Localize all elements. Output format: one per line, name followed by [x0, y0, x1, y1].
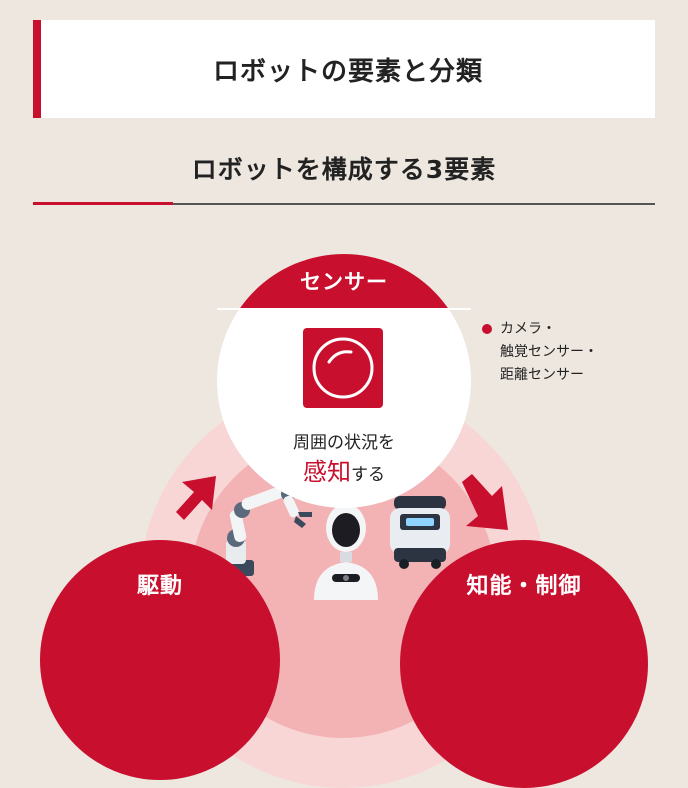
sensor-label: センサー [300, 270, 388, 294]
sensor-description-tail: する [351, 465, 385, 485]
humanoid-robot-icon [314, 504, 378, 600]
arrow-down-right-icon [462, 474, 508, 530]
sensor-example-item: 距離センサー [500, 367, 584, 383]
page-title: ロボットの要素と分類 [212, 56, 483, 87]
sensor-example-item: 触覚センサー・ [500, 344, 598, 360]
sensor-example-item: カメラ・ [500, 321, 556, 337]
sensor-separator [217, 308, 471, 310]
sensor-emphasis-text: 感知 [303, 458, 351, 486]
control-label: 知能・制御 [466, 574, 582, 599]
header-accent-bar [33, 20, 41, 118]
subtitle-rule [173, 203, 655, 205]
arrow-up-icon [176, 476, 216, 520]
sensor-header [217, 254, 471, 308]
bullet-dot [482, 324, 492, 334]
sensor-examples: カメラ・ 触覚センサー・ 距離センサー [482, 318, 598, 387]
sensor-description: 周囲の状況を [293, 433, 395, 453]
section-subtitle: ロボットを構成する3要素 [191, 155, 497, 184]
drive-label: 駆動 [136, 574, 183, 599]
camera-icon [303, 328, 383, 408]
service-robot-icon [390, 496, 450, 569]
subtitle-rule-accent [33, 202, 173, 205]
sensor-description-emphasis-line: 感知する [217, 452, 471, 487]
header-box: ロボットの要素と分類 [33, 20, 655, 118]
